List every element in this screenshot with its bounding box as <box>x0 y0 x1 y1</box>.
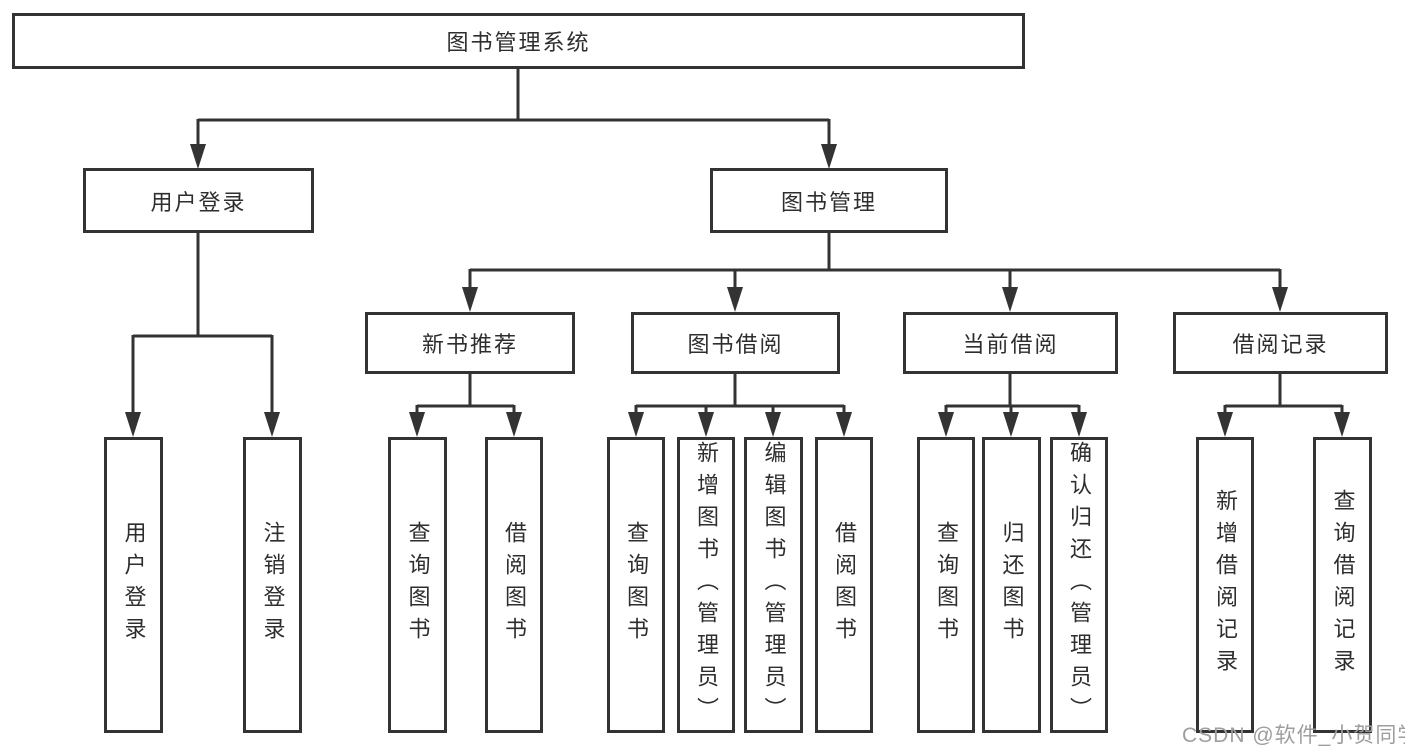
node-label: 图书管理 <box>780 189 877 215</box>
connector-current-borrow-to-leaves <box>938 374 1087 437</box>
leaf-label: 查询图书 <box>934 521 959 649</box>
leaf-label: 借阅图书 <box>832 521 857 649</box>
leaf-label: 查询借阅记录 <box>1330 489 1356 681</box>
csdn-watermark: CSDN @软件_小贺同学 <box>1182 724 1405 747</box>
leaf-return-book: 归还图书 <box>982 437 1041 733</box>
node-book-management: 图书管理 <box>710 168 948 233</box>
node-label: 图书管理系统 <box>446 30 591 55</box>
connector-root-to-level2 <box>190 69 837 169</box>
node-current-borrow: 当前借阅 <box>903 312 1118 374</box>
leaf-add-borrow-record: 新增借阅记录 <box>1196 437 1254 733</box>
leaf-user-login: 用户登录 <box>104 437 163 733</box>
connector-new-book-to-leaves <box>409 374 522 437</box>
leaf-borrow-book-2: 借阅图书 <box>815 437 873 733</box>
leaf-logout: 注销登录 <box>243 437 302 733</box>
leaf-borrow-book-1: 借阅图书 <box>485 437 543 733</box>
node-book-borrow: 图书借阅 <box>631 312 840 374</box>
leaf-query-book-2: 查询图书 <box>607 437 665 733</box>
node-borrow-record: 借阅记录 <box>1173 312 1388 374</box>
node-library-management-system: 图书管理系统 <box>12 13 1025 69</box>
leaf-label: 归还图书 <box>999 521 1025 649</box>
connector-book-management-to-level3 <box>462 233 1288 312</box>
connector-user-login-to-leaves <box>125 233 280 437</box>
leaf-query-book-1: 查询图书 <box>388 437 447 733</box>
connector-borrow-record-to-leaves <box>1217 374 1350 437</box>
leaf-label: 查询图书 <box>405 521 431 649</box>
leaf-label: 编辑图书（管理员） <box>761 441 787 729</box>
node-label: 借阅记录 <box>1232 332 1329 357</box>
leaf-query-borrow-record: 查询借阅记录 <box>1313 437 1372 733</box>
leaf-label: 查询图书 <box>624 521 649 649</box>
leaf-add-book-admin: 新增图书（管理员） <box>677 437 735 733</box>
node-user-login: 用户登录 <box>83 168 314 233</box>
leaf-label: 借阅图书 <box>502 521 527 649</box>
node-label: 当前借阅 <box>962 332 1059 357</box>
node-label: 用户登录 <box>150 189 247 215</box>
node-label: 新书推荐 <box>421 332 518 357</box>
leaf-label: 新增借阅记录 <box>1213 489 1238 681</box>
leaf-label: 确认归还（管理员） <box>1067 441 1092 729</box>
leaf-label: 新增图书（管理员） <box>694 441 719 729</box>
connector-book-borrow-to-leaves <box>628 374 852 437</box>
leaf-confirm-return-admin: 确认归还（管理员） <box>1050 437 1108 733</box>
leaf-query-book-3: 查询图书 <box>917 437 975 733</box>
node-new-book-recommend: 新书推荐 <box>365 312 575 374</box>
leaf-edit-book-admin: 编辑图书（管理员） <box>744 437 803 733</box>
leaf-label: 注销登录 <box>260 521 286 649</box>
node-label: 图书借阅 <box>687 332 784 357</box>
leaf-label: 用户登录 <box>121 521 147 649</box>
